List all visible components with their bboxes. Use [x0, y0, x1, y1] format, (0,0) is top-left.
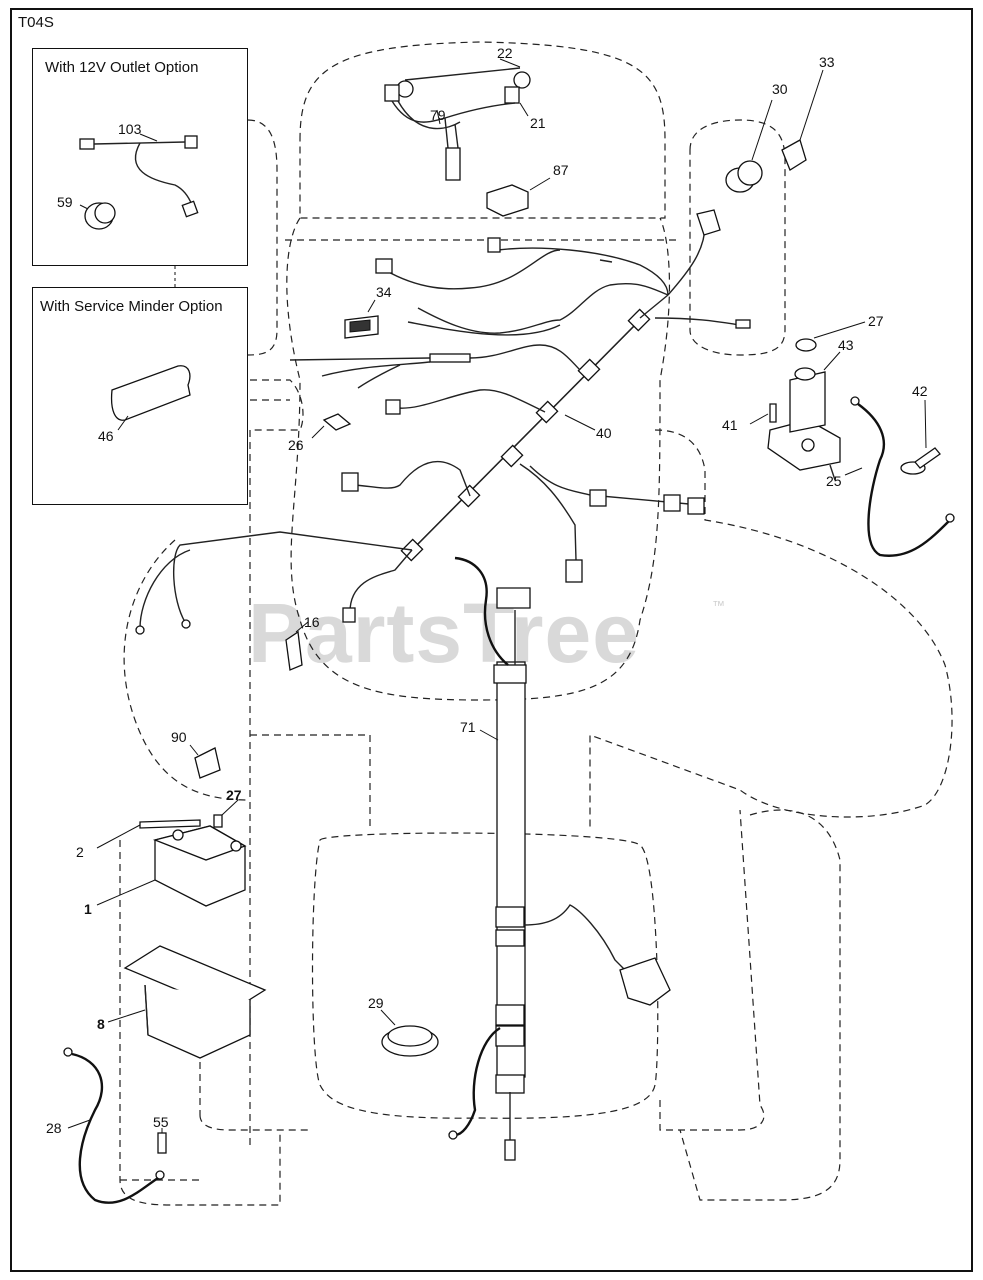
- callout-26: 26: [288, 437, 304, 453]
- part-90: [189, 744, 221, 779]
- outlet-harness-103: [79, 133, 199, 218]
- callout-90: 90: [171, 729, 187, 745]
- fuse-26: [311, 413, 352, 439]
- switch-87: [486, 177, 551, 217]
- callout-33: 33: [819, 54, 835, 70]
- callout-34: 34: [376, 284, 392, 300]
- battery-1: [96, 799, 247, 907]
- callout-87: 87: [553, 162, 569, 178]
- outlet-59: [79, 202, 116, 230]
- boot-42: [900, 399, 941, 475]
- callout-1: 1: [84, 901, 92, 917]
- callout-labels: 22 79 21 87 33 30 103 59 34 40 27 43 42 …: [46, 45, 928, 1136]
- callout-27-b: 27: [226, 787, 242, 803]
- bolt-55: [157, 1128, 167, 1154]
- callout-79: 79: [430, 107, 446, 123]
- outlet-option-title: With 12V Outlet Option: [45, 59, 199, 76]
- cable-28: [63, 1047, 165, 1204]
- outlet-option-box: [32, 48, 248, 266]
- diagram-id: T04S: [18, 14, 54, 31]
- headlight-harness: [384, 58, 531, 181]
- watermark-tm: ™: [712, 598, 725, 613]
- minder-option-title: With Service Minder Option: [40, 298, 223, 315]
- diagram-frame: [10, 8, 973, 1272]
- callout-21: 21: [530, 115, 546, 131]
- callout-2: 2: [76, 844, 84, 860]
- body-outlines: [119, 41, 953, 1206]
- service-minder-46: [110, 365, 191, 431]
- cable-25: [844, 396, 955, 557]
- callout-30: 30: [772, 81, 788, 97]
- part-29: [380, 1009, 439, 1057]
- callout-25: 25: [826, 473, 842, 489]
- callout-46: 46: [98, 428, 114, 444]
- callout-29: 29: [368, 995, 384, 1011]
- battery-tray-8: [107, 945, 267, 1059]
- callout-40: 40: [596, 425, 612, 441]
- main-harness-40: [135, 209, 751, 635]
- key-33: [781, 69, 824, 171]
- callout-27-a: 27: [868, 313, 884, 329]
- callout-41: 41: [722, 417, 738, 433]
- callout-22: 22: [497, 45, 513, 61]
- callout-71: 71: [460, 719, 476, 735]
- callout-59: 59: [57, 194, 73, 210]
- callout-43: 43: [838, 337, 854, 353]
- watermark: PartsTree: [248, 586, 640, 680]
- callout-16: 16: [304, 614, 320, 630]
- callout-8: 8: [97, 1016, 105, 1032]
- minder-option-box: [32, 287, 248, 505]
- callout-103: 103: [118, 121, 142, 137]
- switch-34: [344, 299, 379, 339]
- relay-16: [285, 621, 309, 671]
- ignition-30: [725, 99, 773, 193]
- callout-42: 42: [912, 383, 928, 399]
- harness-71: [448, 556, 671, 1161]
- callout-55: 55: [153, 1114, 169, 1130]
- callout-28: 28: [46, 1120, 62, 1136]
- solenoid-43: [749, 321, 866, 481]
